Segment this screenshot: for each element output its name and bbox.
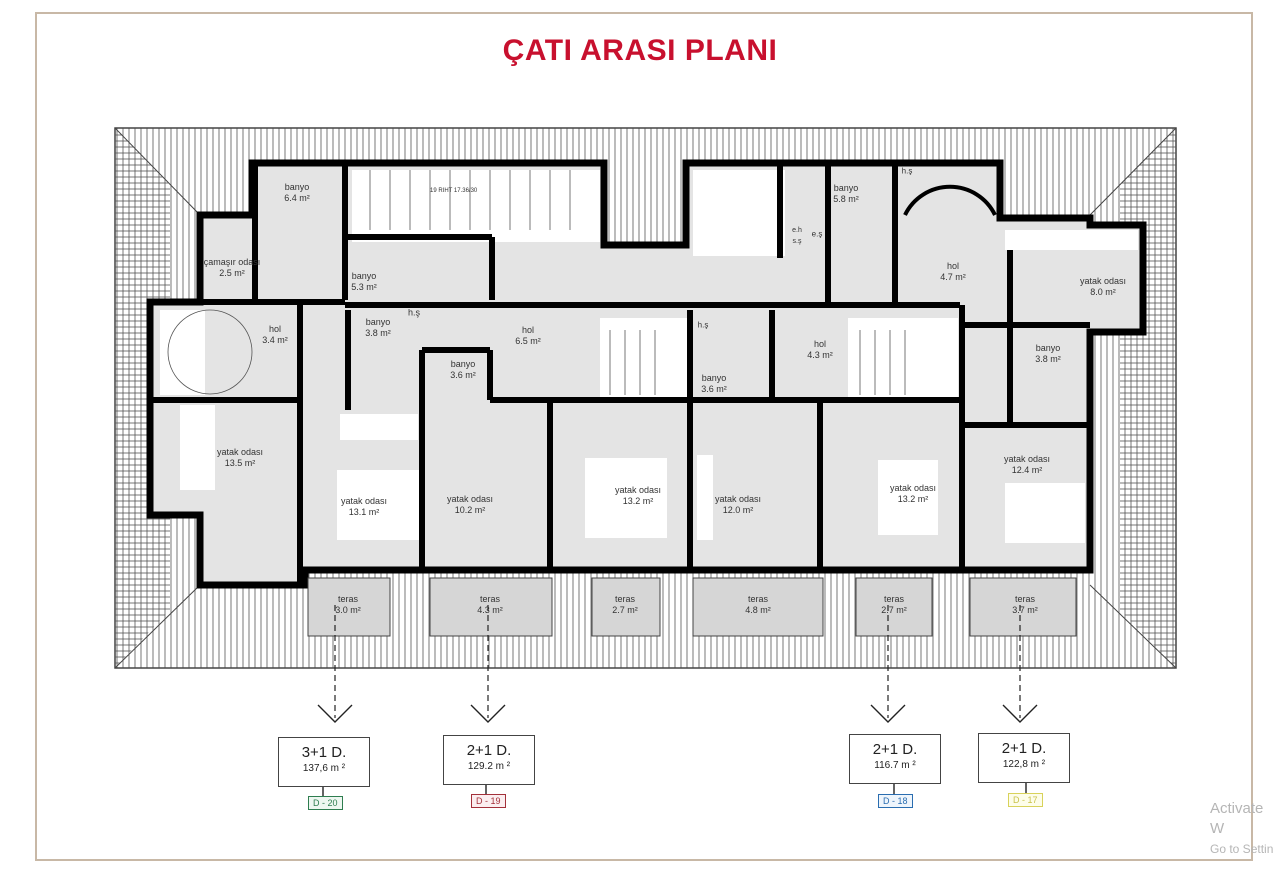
room-label: e.h s.ş xyxy=(792,227,802,245)
room-label: h.ş xyxy=(697,320,709,330)
unit-box-d17: 2+1 D.122,8 m ² xyxy=(978,733,1070,783)
page-frame xyxy=(35,12,1253,861)
room-label: h.ş xyxy=(901,166,913,176)
unit-tag-d18: D - 18 xyxy=(878,794,913,808)
interior-walls xyxy=(150,163,1090,585)
arrow-heads xyxy=(317,704,1038,796)
unit-tag-d17: D - 17 xyxy=(1008,793,1043,807)
windows-activation-watermark: Activate W Go to Settin xyxy=(1210,800,1274,856)
room-label: e.ş xyxy=(811,229,823,239)
unit-tag-d19: D - 19 xyxy=(471,794,506,808)
unit-box-d19: 2+1 D.129.2 m ² xyxy=(443,735,535,785)
stair-note: 19 RIHT 17.36/30 xyxy=(430,188,478,194)
unit-tag-d20: D - 20 xyxy=(308,796,343,810)
unit-box-d18: 2+1 D.116.7 m ² xyxy=(849,734,941,784)
unit-arrows xyxy=(334,605,1021,718)
room-label: h.ş xyxy=(407,307,421,318)
terraces xyxy=(307,577,1077,637)
plan-title: ÇATI ARASI PLANI xyxy=(502,34,778,67)
stairs xyxy=(167,170,997,395)
unit-box-d20: 3+1 D.137,6 m ² xyxy=(278,737,370,787)
room-fills xyxy=(160,170,1138,543)
